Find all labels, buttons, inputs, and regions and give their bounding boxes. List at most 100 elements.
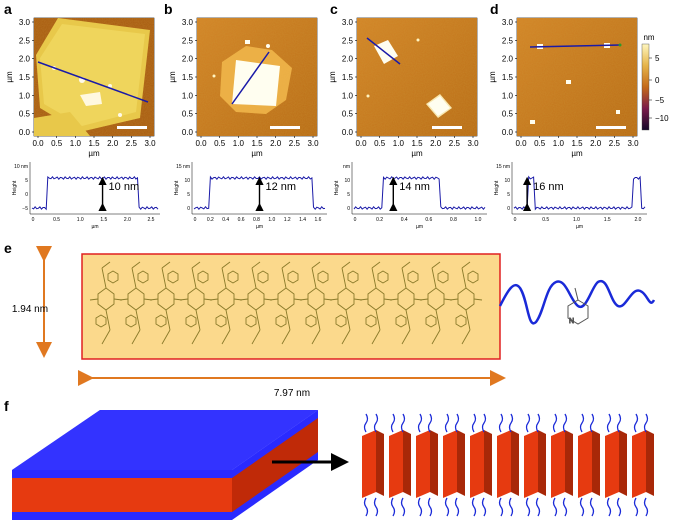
y-tick-label: 1.0 [182, 91, 194, 100]
y-tick-label: 2.5 [19, 36, 31, 45]
x-tick-label: 1.0 [70, 139, 82, 148]
upper-chain [461, 261, 471, 269]
upper-chain [461, 267, 467, 289]
y-axis-unit-d: µm [488, 71, 497, 83]
upper-chain [161, 261, 171, 269]
sub-ring [335, 314, 347, 328]
bottom-chain [589, 497, 595, 517]
lower-chain [105, 309, 111, 331]
x-axis-unit-d: µm [571, 149, 583, 158]
profile-y-tick-label: 5 [507, 192, 510, 198]
top-chain [508, 413, 514, 433]
upper-chain [371, 261, 381, 269]
sub-ring [197, 270, 209, 284]
profile-y-tick-label: 5 [25, 178, 28, 184]
segment-side [457, 430, 465, 496]
x-tick-label: 0.0 [355, 139, 367, 148]
colorbar-tick-label: −5 [655, 96, 665, 105]
x-tick-label: 0.5 [374, 139, 386, 148]
peptide-ring [359, 261, 393, 345]
upper-chain [281, 261, 291, 269]
sub-ring [347, 270, 359, 284]
profile-x-tick-label: 0 [32, 217, 35, 223]
bottom-chain [444, 497, 450, 517]
afm-image-d [517, 18, 637, 136]
upper-chain [311, 261, 321, 269]
x-tick-label: 3.0 [144, 139, 156, 148]
profile-x-tick-label: 0 [514, 217, 517, 223]
top-chain [481, 413, 487, 433]
y-tick-label: 2.0 [19, 55, 31, 64]
side-chain [359, 298, 369, 301]
upper-chain [161, 267, 167, 289]
lower-chain [281, 329, 291, 345]
profile-x-tick-label: 0.6 [238, 217, 245, 223]
profile-x-tick-label: 1.0 [77, 217, 84, 223]
profile-y-tick-label: 0 [347, 206, 350, 212]
width-dimension-label: 7.97 nm [274, 388, 310, 399]
upper-chain [131, 261, 141, 269]
profile-x-unit: µm [576, 224, 583, 230]
upper-chain [221, 261, 231, 269]
lower-chain [345, 309, 351, 331]
side-chain [389, 298, 399, 301]
y-tick-label: 1.5 [19, 73, 31, 82]
sub-ring [215, 314, 227, 328]
peptide-ring [239, 261, 273, 345]
segment-face [470, 430, 484, 498]
sub-ring [407, 270, 419, 284]
y-tick-label: 0.0 [342, 128, 354, 137]
segment-face [605, 430, 619, 498]
profile-y-label: Height [334, 180, 340, 195]
top-chain [616, 413, 622, 433]
segment-side [511, 430, 519, 496]
profile-x-tick-label: 2.0 [635, 217, 642, 223]
x-tick-label: 3.0 [627, 139, 639, 148]
bottom-chain [552, 497, 558, 517]
panel-letter-e: e [4, 240, 12, 256]
x-tick-label: 0.5 [534, 139, 546, 148]
top-chain [633, 413, 639, 433]
lower-chain [371, 329, 381, 345]
height-colorbar: nm 50−5−10 [641, 33, 669, 131]
bottom-chain [373, 497, 379, 517]
y-tick-label: 1.0 [502, 91, 514, 100]
scan-line-b [231, 51, 270, 105]
sub-ring [365, 314, 377, 328]
upper-chain [341, 261, 351, 269]
x-tick-label: 0.0 [195, 139, 207, 148]
top-chain [417, 413, 423, 433]
y-tick-label: 3.0 [182, 18, 194, 27]
bottom-chain [562, 497, 568, 517]
peptide-ring [209, 261, 243, 345]
lower-chain [135, 309, 141, 331]
segment-face [578, 430, 592, 498]
profile-x-tick-label: 1.2 [284, 217, 291, 223]
segment-face [632, 430, 646, 498]
top-chain [471, 413, 477, 433]
profile-x-tick-label: 1.0 [573, 217, 580, 223]
bottom-chain [579, 497, 585, 517]
lower-chain [315, 309, 321, 331]
segment-side [565, 430, 573, 496]
afm-image-b [197, 18, 317, 136]
profile-x-tick-label: 0 [354, 217, 357, 223]
bottom-chain [417, 497, 423, 517]
y-tick-label: 2.0 [502, 55, 514, 64]
top-chain [579, 413, 585, 433]
y-axis-unit-a: µm [5, 71, 14, 83]
lower-chain [221, 329, 231, 345]
x-axis-unit-c: µm [411, 149, 423, 158]
svg-text:N: N [569, 318, 574, 325]
profile-y-tick-label: 0 [187, 206, 190, 212]
segment-face [524, 430, 538, 498]
y-tick-label: 3.0 [502, 18, 514, 27]
y-axis-unit-c: µm [328, 71, 337, 83]
top-chain [535, 413, 541, 433]
lower-chain [251, 329, 261, 345]
nanotube-segment [443, 413, 465, 517]
lower-chain [165, 309, 171, 331]
x-tick-label: 1.0 [553, 139, 565, 148]
